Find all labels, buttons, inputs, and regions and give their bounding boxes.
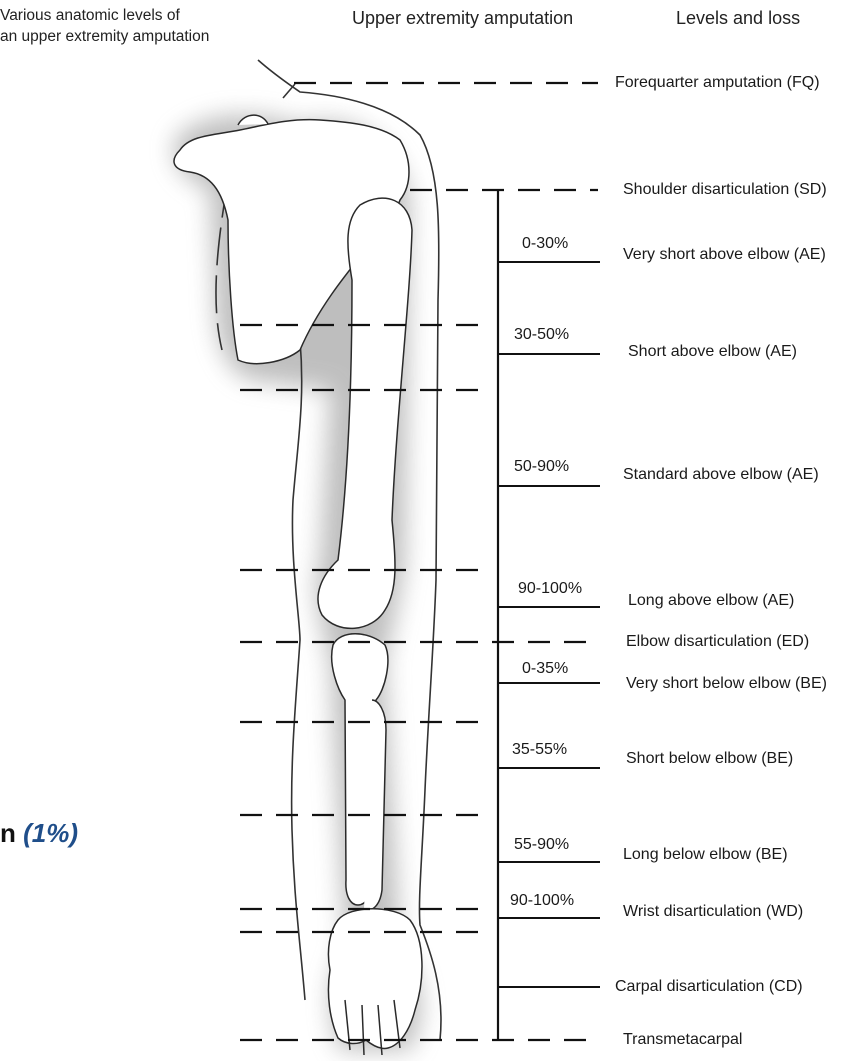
pct-label-standard-ae: 50-90%	[514, 458, 569, 476]
pct-label-short-ae: 30-50%	[514, 326, 569, 344]
pct-label-very-short-ae: 0-30%	[522, 235, 568, 253]
header-right-title: Levels and loss	[676, 8, 800, 29]
side-note: n (1%)	[0, 818, 78, 849]
level-label-short-ae: Short above elbow (AE)	[628, 343, 797, 361]
pct-label-long-be: 55-90%	[514, 836, 569, 854]
side-note-percent: (1%)	[23, 818, 78, 848]
level-label-cd: Carpal disarticulation (CD)	[615, 978, 803, 996]
level-label-transmetacarpal: Transmetacarpal	[623, 1031, 742, 1049]
level-label-very-short-ae: Very short above elbow (AE)	[623, 246, 826, 264]
measurement-ticks	[498, 262, 600, 987]
pct-label-wd: 90-100%	[510, 892, 574, 910]
level-label-wd: Wrist disarticulation (WD)	[623, 903, 803, 921]
pct-label-very-short-be: 0-35%	[522, 660, 568, 678]
level-label-fq: Forequarter amputation (FQ)	[615, 74, 820, 92]
arm-bones	[174, 115, 422, 1055]
header-left-line2: an upper extremity amputation	[0, 26, 209, 47]
side-note-prefix: n	[0, 818, 16, 848]
level-label-long-be: Long below elbow (BE)	[623, 846, 788, 864]
level-label-standard-ae: Standard above elbow (AE)	[623, 466, 819, 484]
level-label-short-be: Short below elbow (BE)	[626, 750, 793, 768]
level-label-long-ae: Long above elbow (AE)	[628, 592, 794, 610]
level-label-sd: Shoulder disarticulation (SD)	[623, 181, 827, 199]
pct-label-short-be: 35-55%	[512, 741, 567, 759]
header-left-line1: Various anatomic levels of	[0, 5, 180, 26]
level-label-very-short-be: Very short below elbow (BE)	[626, 675, 827, 693]
pct-label-long-ae: 90-100%	[518, 580, 582, 598]
header-center-title: Upper extremity amputation	[352, 8, 573, 29]
level-label-ed: Elbow disarticulation (ED)	[626, 633, 809, 651]
